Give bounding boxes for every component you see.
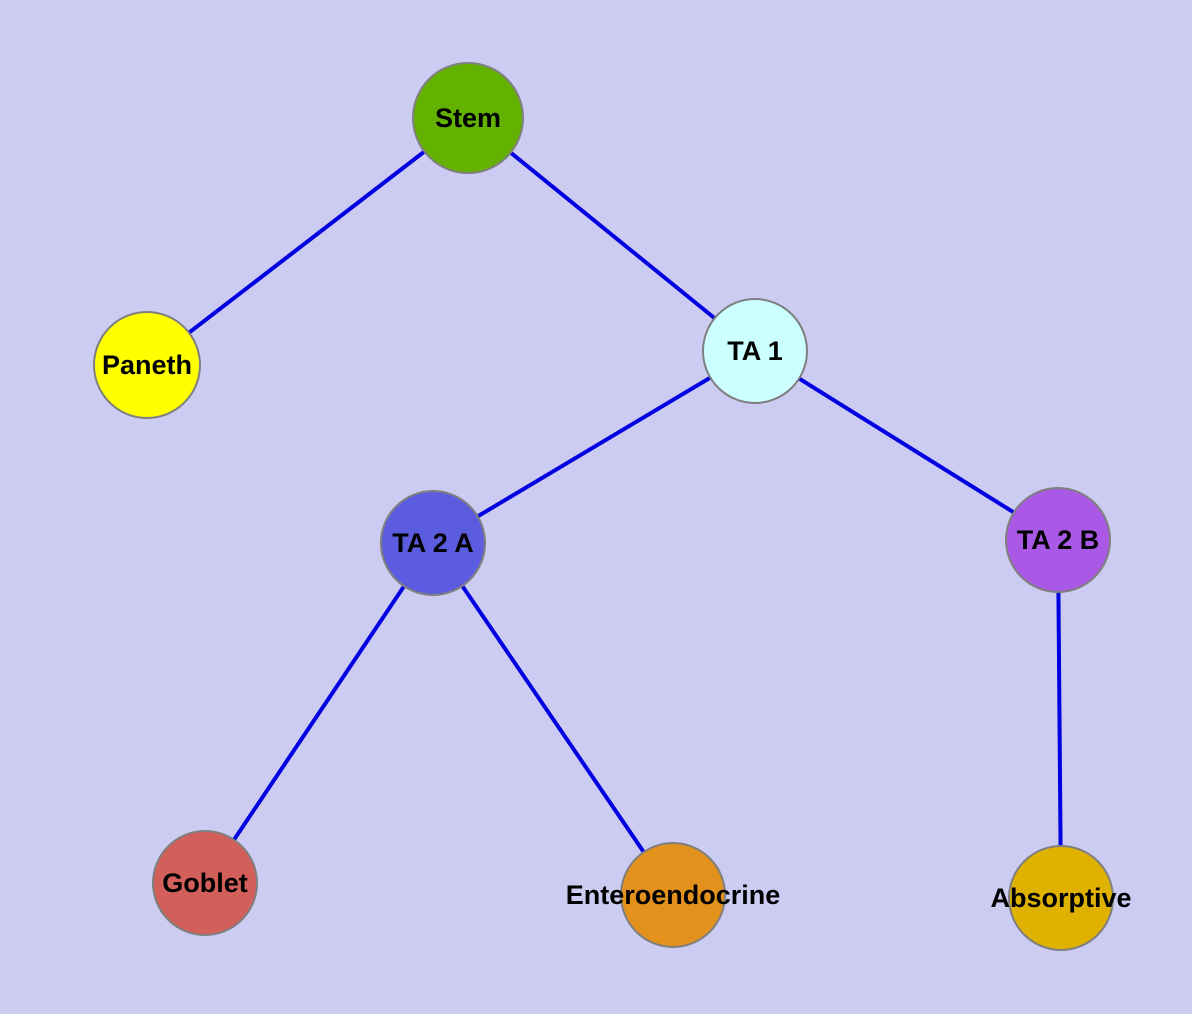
node-circle-ta2b	[1005, 487, 1111, 593]
node-label-paneth: Paneth	[102, 350, 192, 380]
node-label-goblet: Goblet	[162, 868, 248, 898]
edge-stem-paneth	[145, 116, 470, 367]
node-ta2a[interactable]: TA 2 A	[380, 490, 486, 596]
node-goblet[interactable]: Goblet	[152, 830, 258, 936]
node-paneth[interactable]: Paneth	[93, 311, 201, 419]
node-circle-enteroendocrine	[620, 842, 726, 948]
node-circle-ta1	[702, 298, 808, 404]
node-enteroendocrine[interactable]: Enteroendocrine	[566, 842, 781, 948]
node-circle-absorptive	[1008, 845, 1114, 951]
node-label-ta2a: TA 2 A	[392, 528, 474, 558]
node-label-ta2b: TA 2 B	[1017, 525, 1100, 555]
node-circle-ta2a	[380, 490, 486, 596]
node-ta2b[interactable]: TA 2 B	[1005, 487, 1111, 593]
edge-ta1-ta2b	[753, 349, 1060, 542]
edge-ta2a-enteroendocrine	[431, 541, 675, 897]
edge-ta2b-absorptive	[1056, 539, 1063, 899]
edge-stem-ta1	[466, 116, 757, 353]
node-label-stem: Stem	[435, 103, 501, 133]
edge-ta2a-goblet	[203, 541, 435, 885]
node-circle-stem	[412, 62, 524, 174]
node-label-enteroendocrine: Enteroendocrine	[566, 880, 781, 910]
node-label-ta1: TA 1	[727, 336, 783, 366]
node-stem[interactable]: Stem	[412, 62, 524, 174]
node-absorptive[interactable]: Absorptive	[990, 845, 1132, 951]
bottom-margin	[0, 1014, 1192, 1023]
node-ta1[interactable]: TA 1	[702, 298, 808, 404]
node-label-absorptive: Absorptive	[990, 883, 1131, 913]
node-circle-goblet	[152, 830, 258, 936]
node-circle-paneth	[93, 311, 201, 419]
edge-ta1-ta2a	[431, 349, 757, 545]
